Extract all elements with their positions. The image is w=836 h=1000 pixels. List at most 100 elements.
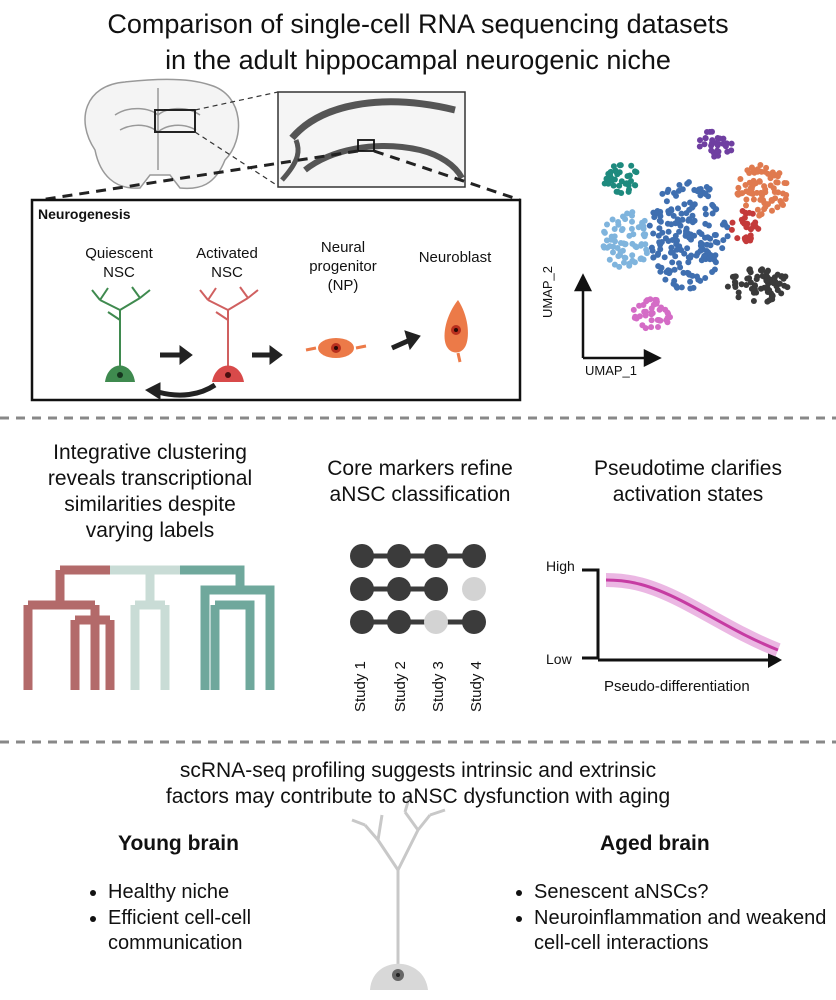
umap-point [626, 232, 633, 239]
hippocampus-zoom-panel [277, 91, 466, 188]
umap-point [668, 206, 675, 213]
umap-point [684, 180, 691, 187]
umap-point [643, 246, 650, 253]
umap-point [697, 247, 704, 254]
umap-point [693, 252, 700, 259]
clustering-heading: Integrative clustering reveals transcrip… [47, 441, 253, 542]
umap-point [769, 292, 776, 299]
umap-point [656, 239, 663, 246]
young-item-2: Efficient cell-cell communication [108, 906, 338, 956]
umap-point [763, 277, 770, 284]
umap-point [673, 241, 680, 248]
dot-matrix-dot [424, 577, 448, 601]
study-label-1: Study 1 [352, 661, 369, 712]
umap-point [743, 196, 750, 203]
figure-title: Comparison of single-cell RNA sequencing… [0, 6, 836, 78]
umap-point [701, 253, 708, 259]
umap-point [626, 186, 632, 193]
umap-point [657, 317, 664, 324]
study-label-2: Study 2 [392, 661, 409, 712]
umap-point [747, 190, 754, 197]
umap-point [722, 143, 729, 150]
umap-point [720, 237, 727, 244]
umap-point [633, 315, 640, 322]
markers-heading: Core markers refine aNSC classification [327, 457, 513, 506]
umap-point [658, 304, 665, 311]
dot-matrix-dot [424, 610, 448, 634]
umap-point [702, 135, 709, 141]
umap-point [744, 167, 751, 174]
umap-point [758, 211, 765, 218]
umap-point [768, 197, 775, 203]
umap-point [714, 147, 721, 154]
brain-zoom-box [154, 109, 196, 133]
umap-point [674, 216, 681, 223]
umap-point [620, 240, 627, 247]
umap-point [743, 224, 750, 231]
umap-point [709, 269, 716, 275]
umap-point [757, 267, 764, 274]
dot-matrix-dot [424, 544, 448, 568]
umap-point [670, 280, 677, 287]
young-brain-list: Healthy niche Efficient cell-cell commun… [84, 880, 338, 957]
umap-point [762, 203, 769, 210]
umap-point [756, 178, 763, 185]
umap-point [648, 317, 655, 324]
title-line-1: Comparison of single-cell RNA sequencing… [107, 9, 729, 39]
umap-point [672, 253, 679, 260]
umap-point [600, 243, 607, 250]
umap-point [773, 179, 780, 186]
umap-point [754, 206, 761, 213]
umap-point [709, 201, 716, 208]
umap-point [764, 298, 771, 305]
umap-point [667, 314, 673, 321]
umap-point [616, 169, 623, 176]
dot-matrix-dot [350, 544, 374, 568]
umap-point [611, 233, 618, 240]
umap-point [672, 232, 679, 239]
umap-point [753, 276, 760, 283]
neuron-silhouette-icon [351, 794, 446, 990]
study-label-3: Study 3 [430, 661, 447, 712]
umap-point [735, 294, 742, 301]
umap-point [724, 233, 731, 240]
dot-matrix-dot [387, 544, 411, 568]
umap-point [690, 284, 697, 291]
umap-point [738, 281, 745, 288]
umap-point [637, 255, 644, 262]
umap-point [622, 180, 629, 187]
arrows [144, 330, 421, 400]
umap-point [678, 210, 685, 217]
umap-point [762, 186, 769, 193]
umap-point [628, 225, 635, 232]
umap-point [709, 137, 716, 144]
umap-point [712, 259, 719, 266]
umap-point [747, 235, 754, 242]
umap-point [668, 244, 675, 251]
umap-point [626, 172, 633, 179]
umap-point [766, 287, 773, 294]
umap-point [783, 180, 790, 187]
umap-point [780, 190, 786, 197]
umap-point [621, 254, 628, 261]
umap-point [685, 270, 692, 277]
umap-point [610, 163, 617, 170]
umap-point [737, 176, 744, 182]
umap-point [731, 273, 738, 280]
dot-matrix-dot [350, 577, 374, 601]
umap-point [601, 228, 608, 235]
dot-matrix-dot [387, 610, 411, 634]
umap-point [684, 245, 691, 252]
stage-quiescent: Quiescent NSC [85, 245, 153, 281]
umap-point [734, 235, 741, 242]
umap-point [759, 273, 766, 279]
neural-progenitor-icon [305, 338, 367, 358]
umap-point [724, 224, 731, 231]
umap-point [752, 219, 759, 226]
umap-point [606, 243, 613, 250]
umap-point [662, 276, 669, 283]
neurogenesis-header: Neurogenesis [38, 206, 131, 222]
umap-point [769, 207, 775, 214]
umap-point [702, 211, 709, 218]
